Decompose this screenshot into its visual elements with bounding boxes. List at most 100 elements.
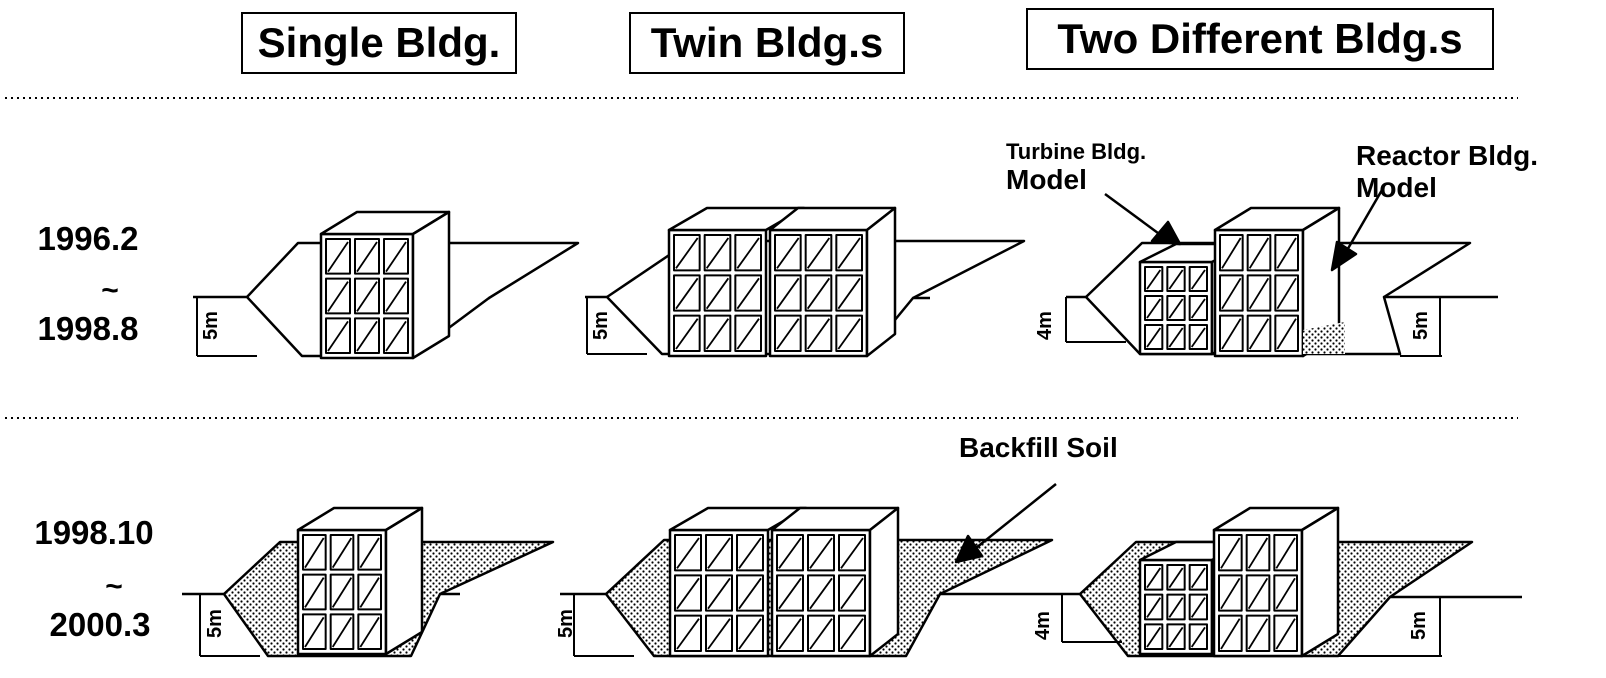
building-twin-1a-window-glare [675,237,699,269]
building-reactor-2-window-glare [1247,537,1269,569]
building-twin-2a-window-glare [738,537,762,569]
dim-turbine-bottom: 4m [1032,611,1054,640]
building-twin-1b-window-glare [776,318,800,350]
period1-sep: ~ [101,274,119,307]
building-single-2-window-glare [331,537,353,569]
building-twin-2a-window-glare [707,618,731,650]
building-twin-2a-window-glare [707,577,731,610]
building-twin-1b-window-glare [837,318,861,350]
building-turbine-1-window-glare [1168,269,1184,290]
building-single-2-side [384,506,424,656]
header-single-text: Single Bldg. [257,19,501,66]
building-twin-2b-window-glare [778,537,802,569]
period2-end: 2000.3 [49,606,151,643]
building-turbine-2-window-glare [1190,597,1206,618]
building-turbine-2-window-glare [1168,626,1184,648]
building-single-1-side [411,210,451,360]
building-single-2-window-glare [359,616,380,648]
building-single-2-window-glare [304,537,325,569]
building-reactor-1-window-glare [1276,318,1297,350]
building-reactor-1-window-glare [1221,318,1242,350]
building-reactor-1-window-glare [1248,318,1270,350]
period1-start: 1996.2 [37,220,139,257]
building-twin-2b-window-glare [809,537,833,569]
turbine-label-line2: Model [1006,164,1087,195]
building-turbine-1-window-glare [1146,327,1162,348]
arrow-reactor-head [1330,240,1358,272]
building-twin-2a-window-glare [676,537,700,569]
building-twin-2b-window-glare [840,537,864,569]
building-twin-1a-window-glare [736,237,760,269]
arrow-backfill-head [954,534,984,564]
building-twin-1a-window-glare [705,277,730,310]
building-turbine-1-window-glare [1168,327,1184,348]
building-turbine-1-window-glare [1168,298,1184,319]
header-two-different-text: Two Different Bldg.s [1057,15,1463,62]
building-single-2-window-glare [304,577,325,608]
building-twin-2a-window-glare [676,577,700,610]
building-reactor-1-window-glare [1221,277,1242,310]
dim-single-bottom: 5m [204,609,226,638]
building-single-1-window-glare [385,241,407,273]
building-reactor-2-window-glare [1275,577,1296,610]
arrow-turbine-head [1150,220,1182,246]
building-twin-2a-window-glare [738,577,762,610]
building-single-2-window-glare [331,577,353,608]
building-twin-2a-window-glare [676,618,700,650]
building-turbine-2-window-glare [1146,567,1162,589]
building-reactor-1-window-glare [1221,237,1242,269]
backfill-soil-label: Backfill Soil [959,432,1118,463]
reactor-label-line1: Reactor Bldg. [1356,140,1539,171]
building-turbine-1-window-glare [1146,298,1162,319]
arrow-backfill-shaft [975,483,1057,549]
building-twin-1a-window-glare [705,237,730,269]
building-turbine-1-window-glare [1190,327,1206,348]
building-turbine-1-window-glare [1190,298,1206,319]
building-single-2-window-glare [331,616,353,648]
building-turbine-2-window-glare [1146,626,1162,648]
building-reactor-2-side [1300,506,1340,658]
header-twin-text: Twin Bldg.s [650,19,884,66]
building-twin-2b-window-glare [840,618,864,650]
building-single-1-window-glare [327,320,349,352]
building-turbine-1-window-glare [1146,269,1162,290]
reactor-label-line2: Model [1356,172,1437,203]
building-twin-1b-window-glare [837,237,861,269]
dim-single-top: 5m [200,311,222,340]
building-single-1-window-glare [356,320,378,352]
building-twin-1a-window-glare [736,277,760,310]
period2-start: 1998.10 [34,514,154,551]
building-twin-1b-window-glare [806,237,831,269]
building-single-2-window-glare [359,577,380,608]
building-reactor-2-window-glare [1220,537,1241,569]
building-single-1-window-glare [356,241,378,273]
building-turbine-2-window-glare [1168,597,1184,618]
dim-twin-bottom: 5m [555,609,577,638]
building-single-1-window-glare [385,320,407,352]
header-single-bldg: Single Bldg. [241,12,517,74]
building-twin-2b-window-glare [778,618,802,650]
building-single-1-window-glare [327,281,349,312]
dim-twin-top: 5m [590,311,612,340]
building-reactor-2-window-glare [1247,577,1269,610]
building-single-2-window-glare [359,537,380,569]
building-twin-1b-window-glare [806,277,831,310]
building-twin-2a-window-glare [707,537,731,569]
building-reactor-2-window-glare [1275,618,1296,650]
building-reactor-1-window-glare [1248,277,1270,310]
building-twin-1b-window-glare [837,277,861,310]
building-twin-1a-window-glare [675,277,699,310]
building-turbine-2-window-glare [1190,626,1206,648]
period1-end: 1998.8 [37,310,139,347]
turbine-label-line1: Turbine Bldg. [1006,139,1147,164]
building-twin-1a-window-glare [675,318,699,350]
building-reactor-1-window-glare [1248,237,1270,269]
building-turbine-2-window-glare [1146,597,1162,618]
building-single-1-window-glare [385,281,407,312]
building-reactor-2-window-glare [1220,618,1241,650]
building-single-2-window-glare [304,616,325,648]
building-turbine-2-window-glare [1168,567,1184,589]
dim-reactor-top: 5m [1410,311,1432,340]
building-twin-1b-window-glare [776,277,800,310]
building-reactor-2-window-glare [1247,618,1269,650]
